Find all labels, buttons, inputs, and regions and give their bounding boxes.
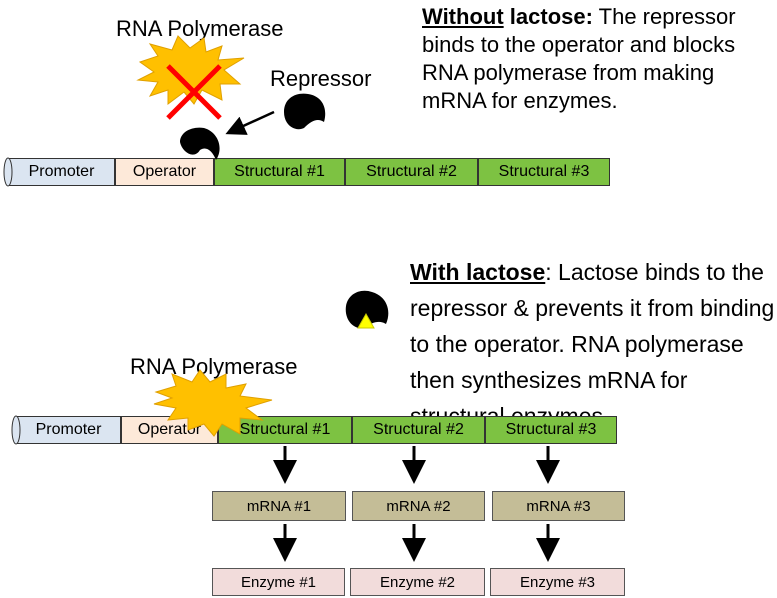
enzyme-box-3: Enzyme #3 <box>490 568 625 596</box>
bottom-promoter-segment: Promoter <box>16 416 121 444</box>
enzyme-box-1: Enzyme #1 <box>212 568 345 596</box>
enzyme-1-label: Enzyme #1 <box>240 573 317 591</box>
mrna-box-2: mRNA #2 <box>352 491 485 521</box>
top-description-bold-without: Without <box>422 4 504 29</box>
top-operator-segment: Operator <box>115 158 214 186</box>
bound-repressor-icon <box>180 127 220 160</box>
top-structural-1: Structural #1 <box>214 158 345 186</box>
enzyme-box-2: Enzyme #2 <box>350 568 485 596</box>
mrna-3-label: mRNA #3 <box>526 497 591 515</box>
bottom-dna-end-cap <box>11 415 21 445</box>
top-structural-1-label: Structural #1 <box>234 163 325 180</box>
top-polymerase-label: RNA Polymerase <box>116 16 284 41</box>
top-structural-3-label: Structural #3 <box>498 163 590 180</box>
bottom-operator-label: Operator <box>137 421 202 438</box>
bottom-structural-2: Structural #2 <box>352 416 485 444</box>
repressor-label: Repressor <box>270 66 372 91</box>
bottom-structural-3-label: Structural #3 <box>505 421 597 438</box>
top-structural-2: Structural #2 <box>345 158 478 186</box>
repressor-arrow <box>225 110 275 135</box>
top-structural-3: Structural #3 <box>478 158 610 186</box>
free-repressor-icon <box>284 93 326 130</box>
bottom-promoter-label: Promoter <box>35 421 102 438</box>
mrna-box-1: mRNA #1 <box>212 491 346 521</box>
top-description-bold-lactose: lactose: <box>509 4 593 29</box>
bottom-structural-1-label: Structural #1 <box>239 421 331 438</box>
lactose-icon <box>357 312 375 329</box>
cross-icon-stroke-2 <box>166 64 222 120</box>
top-promoter-segment: Promoter <box>8 158 115 186</box>
top-operator-label: Operator <box>132 163 197 180</box>
bottom-description-text: : Lactose binds to the repressor & preve… <box>410 259 775 429</box>
bottom-structural-2-label: Structural #2 <box>373 421 464 438</box>
top-promoter-label: Promoter <box>28 163 95 180</box>
bottom-polymerase-label: RNA Polymerase <box>130 354 298 379</box>
mrna-box-3: mRNA #3 <box>492 491 625 521</box>
bottom-description: With lactose: Lactose binds to the repre… <box>410 254 775 434</box>
top-polymerase-burst <box>136 35 245 105</box>
bottom-structural-3: Structural #3 <box>485 416 617 444</box>
top-structural-2-label: Structural #2 <box>366 163 457 180</box>
bottom-description-bold: With lactose <box>410 259 546 285</box>
enzyme-2-label: Enzyme #2 <box>379 573 456 591</box>
bottom-polymerase-burst <box>153 369 273 437</box>
top-description: Without lactose: The repressor binds to … <box>422 3 772 115</box>
mrna-1-label: mRNA #1 <box>246 497 312 515</box>
mrna-2-label: mRNA #2 <box>386 497 451 515</box>
enzyme-3-label: Enzyme #3 <box>519 573 596 591</box>
lactose-repressor-icon <box>345 290 389 329</box>
top-dna-end-cap <box>3 157 13 187</box>
top-description-text: The repressor binds to the operator and … <box>422 4 736 113</box>
